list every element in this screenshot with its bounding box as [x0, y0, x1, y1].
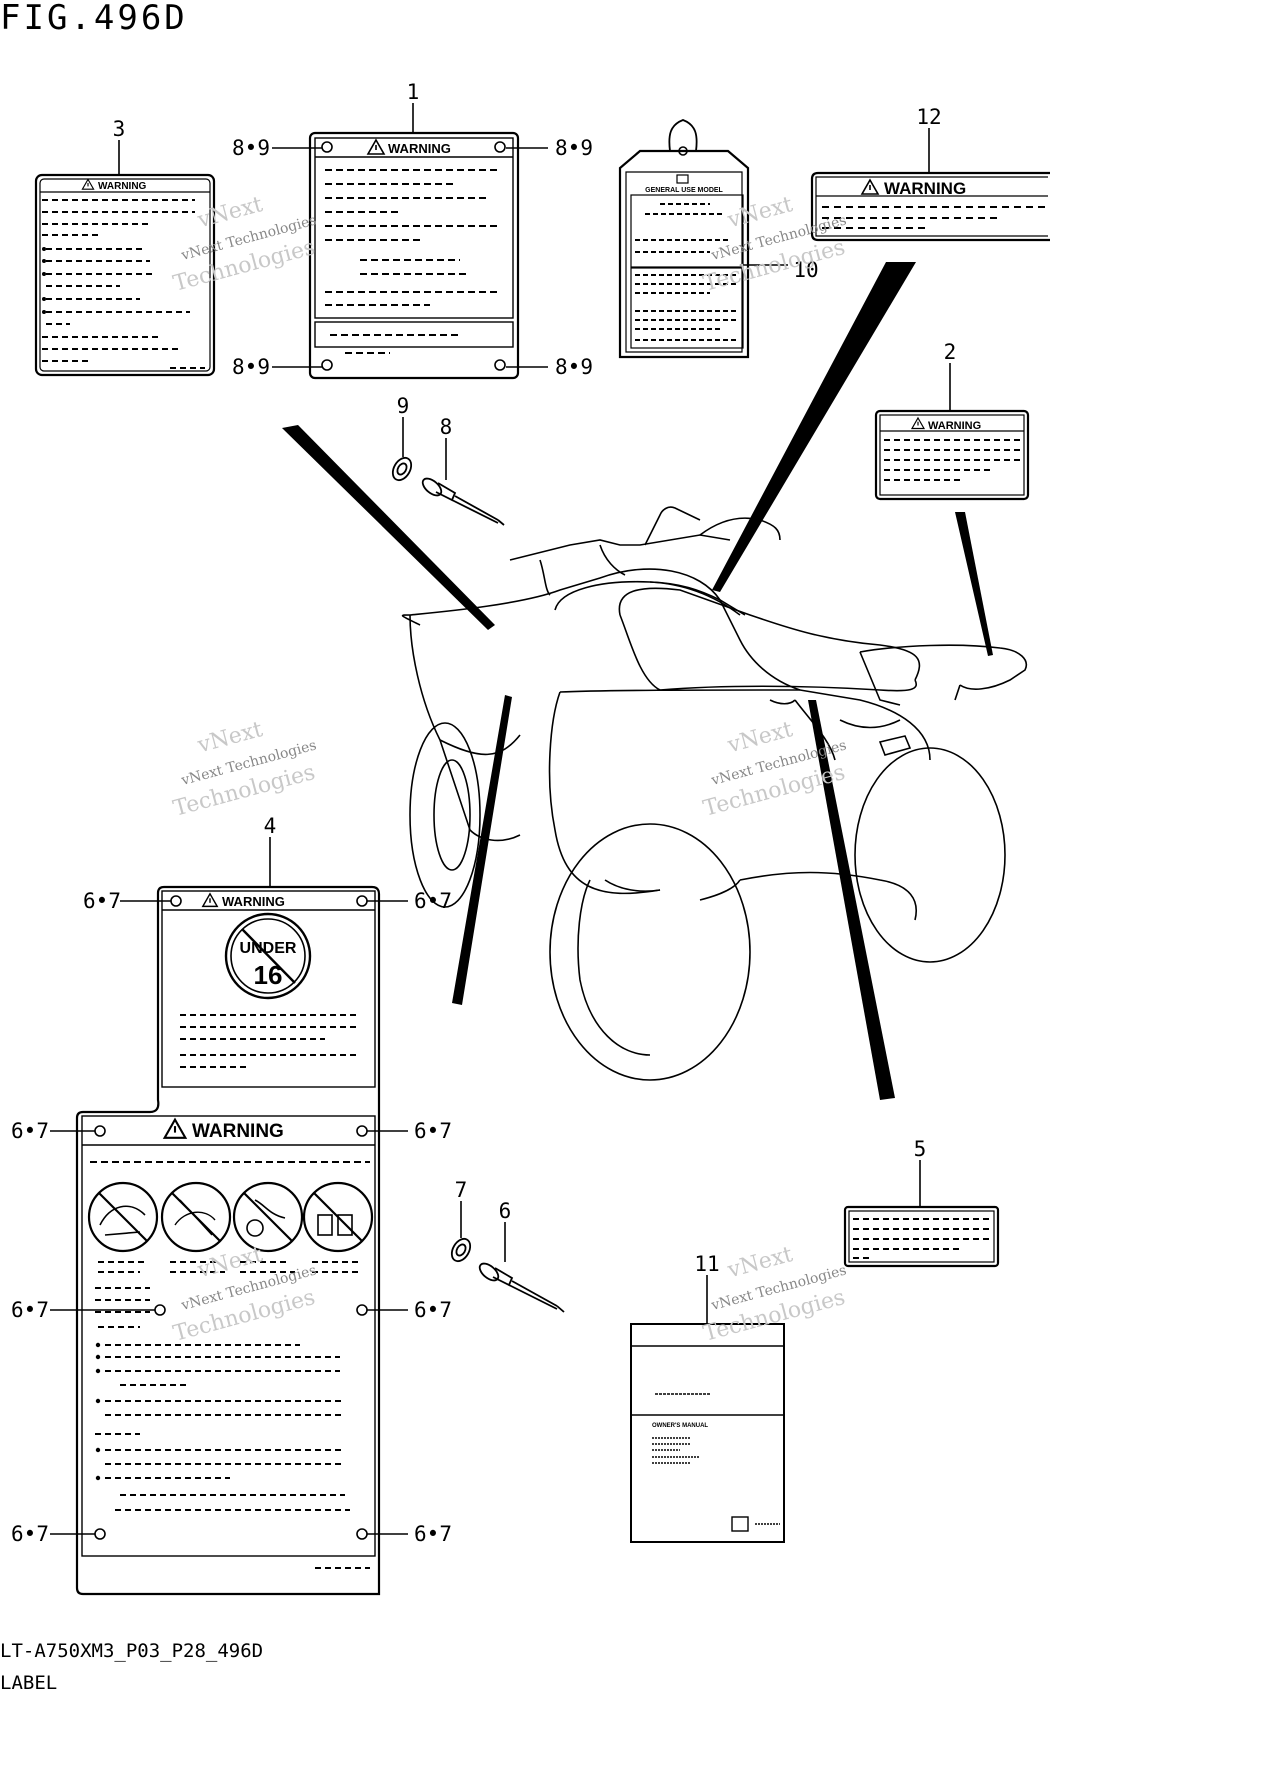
owners-manual-11 — [630, 1323, 785, 1543]
label-4-bullets — [95, 1342, 101, 1481]
label-10-title: GENERAL USE MODEL — [645, 187, 723, 194]
callout-12: 12 — [916, 105, 941, 129]
svg-text:vNext: vNext — [724, 717, 795, 759]
callout-5: 5 — [914, 1137, 927, 1161]
callout-2: 2 — [944, 340, 957, 364]
callout-numbers: 1 2 3 4 5 6 7 8 9 10 11 12 8•9 8•9 8•9 8… — [11, 80, 956, 1546]
washer-9 — [391, 456, 413, 482]
callout-10: 10 — [793, 258, 818, 282]
callout-6-7-a: 6•7 — [83, 889, 121, 913]
label-12-warning: WARNING — [884, 179, 966, 198]
label-1 — [308, 131, 520, 380]
label-2-warning: WARNING — [928, 420, 981, 432]
label-12-text-lines — [822, 206, 1045, 229]
callout-8-9-bl: 8•9 — [232, 355, 270, 379]
figure-title: FIG.496D — [0, 0, 188, 38]
label-4-under: UNDER — [240, 940, 297, 957]
callout-1: 1 — [407, 80, 420, 104]
svg-text:vNext: vNext — [194, 717, 265, 759]
callout-8-9-tr: 8•9 — [555, 136, 593, 160]
callout-6-7-e: 6•7 — [11, 1298, 49, 1322]
label-4-pictograms — [87, 1181, 374, 1253]
callout-6-7-c: 6•7 — [11, 1119, 49, 1143]
owners-manual-title: OWNER'S MANUAL — [652, 1423, 708, 1429]
label-4-age: 16 — [254, 960, 283, 990]
label-4-warning-top: WARNING — [222, 894, 285, 909]
label-3-warning: WARNING — [98, 181, 147, 192]
pointer-wedges — [282, 262, 993, 1100]
callout-8-9-br: 8•9 — [555, 355, 593, 379]
label-2-text-lines — [884, 439, 1020, 481]
callout-8-9-tl: 8•9 — [232, 136, 270, 160]
label-3-bullets — [42, 247, 46, 314]
svg-text:vNext: vNext — [194, 192, 265, 234]
callout-6: 6 — [499, 1199, 512, 1223]
svg-text:vNext: vNext — [194, 1242, 265, 1284]
label-4 — [75, 885, 381, 1596]
callout-9: 9 — [397, 394, 410, 418]
label-12 — [810, 171, 1050, 242]
leader-lines — [50, 103, 951, 1535]
label-10-text-lines — [635, 203, 738, 341]
svg-text:vNext: vNext — [724, 1242, 795, 1284]
label-4-text-lines — [90, 1014, 370, 1569]
label-5-text-lines — [853, 1218, 992, 1259]
callout-6-7-f: 6•7 — [414, 1298, 452, 1322]
label-5 — [843, 1205, 1000, 1268]
label-1-warning: WARNING — [388, 141, 451, 156]
model-code: LT-A750XM3_P03_P28_496D — [0, 1640, 264, 1662]
washer-7 — [450, 1237, 472, 1263]
rivet-8 — [421, 477, 505, 526]
section-label: LABEL — [0, 1672, 58, 1694]
callout-6-7-d: 6•7 — [414, 1119, 452, 1143]
label-4-warning-main: WARNING — [192, 1121, 284, 1142]
callout-6-7-g: 6•7 — [11, 1522, 49, 1546]
svg-text:vNext: vNext — [724, 192, 795, 234]
label-3 — [34, 173, 216, 377]
callout-4: 4 — [264, 814, 277, 838]
callout-7: 7 — [455, 1178, 468, 1202]
callout-3: 3 — [113, 117, 126, 141]
rivet-6 — [478, 1262, 565, 1313]
callout-8: 8 — [440, 415, 453, 439]
label-10 — [618, 119, 750, 359]
callout-11: 11 — [694, 1252, 719, 1276]
label-3-text-lines — [42, 199, 205, 369]
callout-6-7-b: 6•7 — [414, 889, 452, 913]
callout-6-7-h: 6•7 — [414, 1522, 452, 1546]
owners-manual-text-lines — [652, 1393, 780, 1525]
label-2 — [874, 409, 1030, 501]
label-1-text-lines — [325, 169, 500, 354]
